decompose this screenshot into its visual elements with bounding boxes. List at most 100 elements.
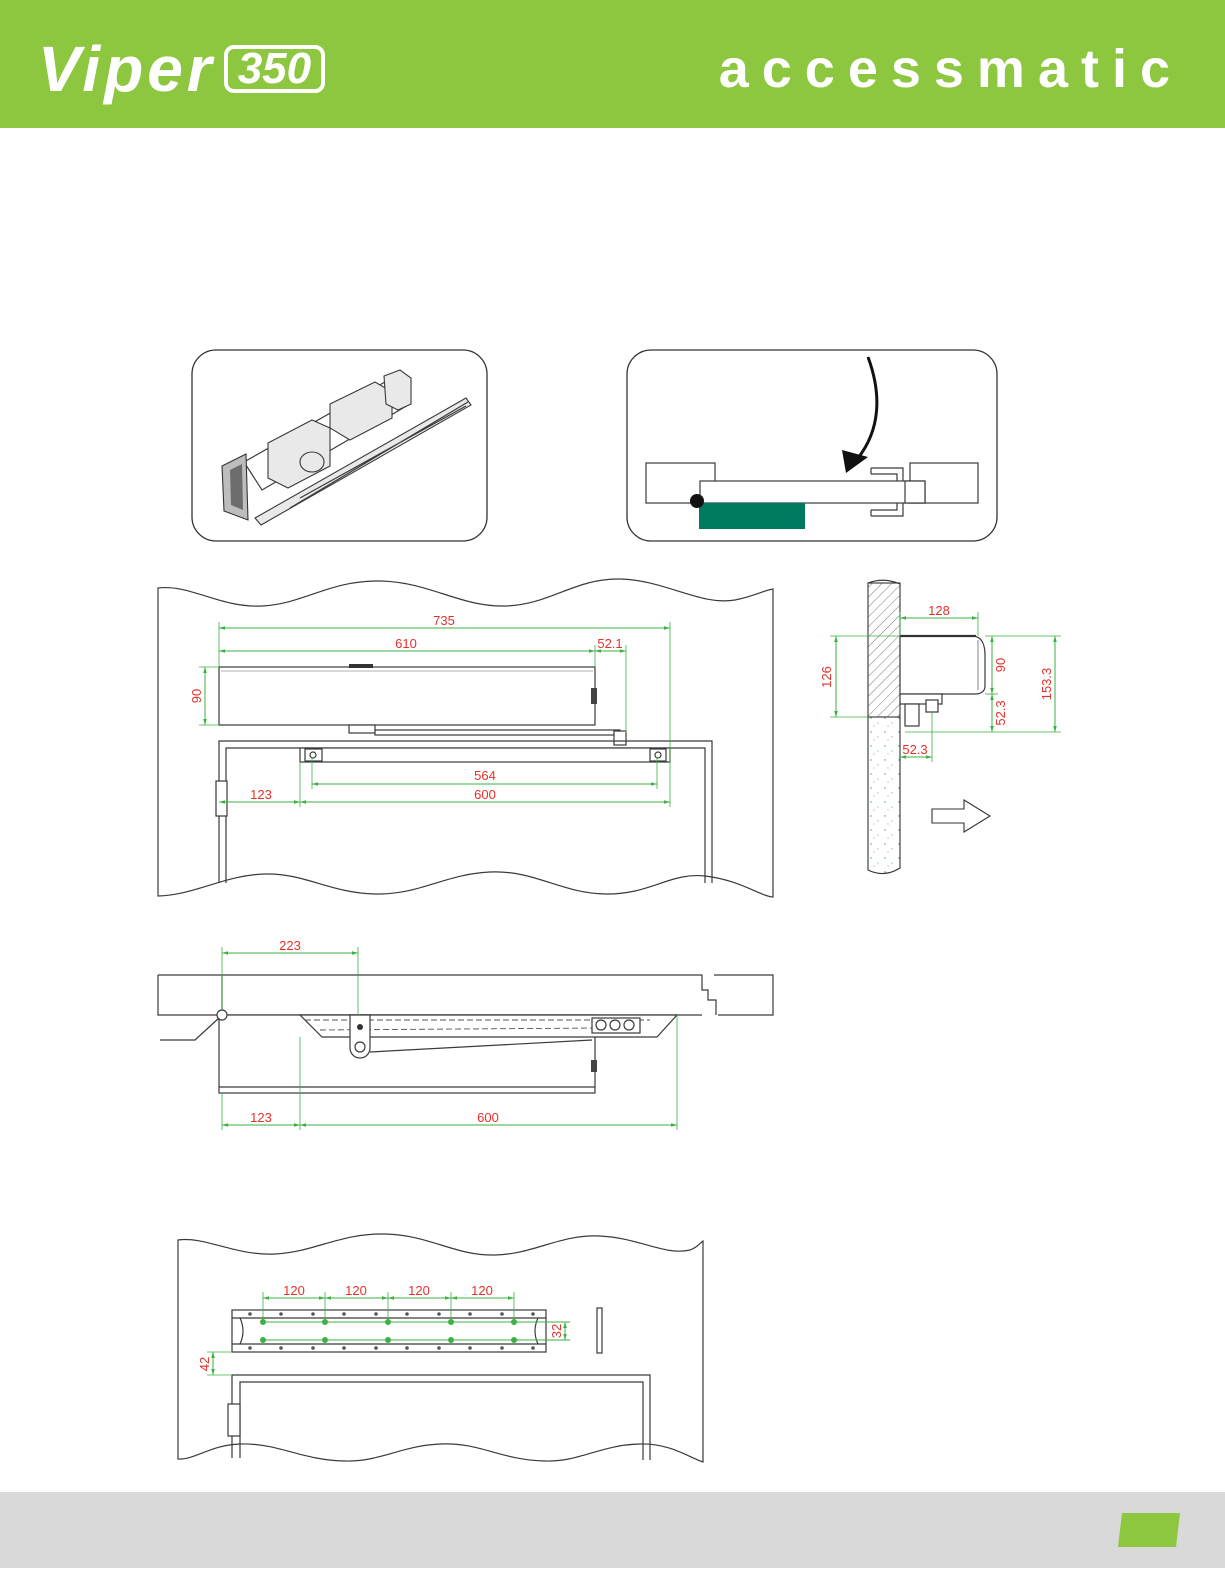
open-door-line <box>160 1018 219 1040</box>
mounting-hole <box>468 1346 472 1350</box>
mounting-hole <box>342 1346 346 1350</box>
mounting-hole <box>500 1346 504 1350</box>
dimension-label: 120 <box>283 1283 305 1298</box>
operator-footprint <box>699 503 805 529</box>
fixing-point <box>260 1337 266 1343</box>
wall-outline <box>158 579 773 897</box>
dimension-hinge-offset: 123 <box>219 787 300 802</box>
dimension-label: 153.3 <box>1039 668 1054 701</box>
dimension-label: 123 <box>250 787 272 802</box>
track-rail <box>300 748 670 762</box>
wall-section-lower <box>868 717 900 874</box>
dimension-label: 123 <box>250 1110 272 1125</box>
door-frame-inner <box>226 748 705 883</box>
page-footer <box>0 1492 1225 1568</box>
operator-side-cap <box>591 688 597 704</box>
dimension-body-height: 90 <box>189 667 219 725</box>
wall-section-hatched <box>868 583 900 717</box>
dimension-body-length: 610 <box>219 636 595 667</box>
right-arrow-icon <box>932 800 990 832</box>
mounting-hole <box>437 1312 441 1316</box>
operator-isometric-panel <box>192 350 487 541</box>
door-frame <box>232 1375 650 1460</box>
right-end-cap <box>384 370 411 410</box>
dimension-label: 90 <box>189 689 204 703</box>
operator-side-cap <box>591 1060 597 1072</box>
mounting-hole <box>405 1312 409 1316</box>
dimension-label: 126 <box>819 666 834 688</box>
dimension-label: 90 <box>993 658 1008 672</box>
arm-clamp <box>926 700 938 712</box>
fixing-point <box>385 1337 391 1343</box>
page-badge-shape <box>1118 1513 1180 1547</box>
dimension-label: 735 <box>433 613 455 628</box>
arm-slider <box>349 725 375 733</box>
mounting-hole <box>311 1346 315 1350</box>
mounting-hole <box>374 1346 378 1350</box>
fixing-point <box>322 1337 328 1343</box>
arm-pivot-pin <box>357 1024 363 1030</box>
operator-top-cap <box>349 664 373 668</box>
dimension-label: 564 <box>474 768 496 783</box>
dimension-label: 42 <box>197 1357 212 1371</box>
mounting-hole <box>405 1346 409 1350</box>
mounting-plate-drawing: 120 120 120 120 32 42 <box>178 1234 703 1462</box>
dimension-total-height: 153.3 <box>1039 636 1055 732</box>
dimension-label: 52.3 <box>902 742 927 757</box>
side-view-drawing: 128 126 90 52.3 153.3 52.3 <box>819 580 1061 873</box>
dimension-frame-offset: 42 <box>197 1352 232 1375</box>
dimension-label: 120 <box>408 1283 430 1298</box>
dimension-label: 600 <box>477 1110 499 1125</box>
dimension-label: 120 <box>345 1283 367 1298</box>
door-hinge <box>228 1404 240 1436</box>
operating-arm <box>375 730 620 735</box>
door-hinge <box>216 781 227 816</box>
operator-body <box>219 667 595 725</box>
mounting-hole <box>531 1346 535 1350</box>
panel-frame <box>627 350 997 541</box>
fixing-point <box>511 1337 517 1343</box>
dimension-pivot-distance: 223 <box>222 938 358 1015</box>
dimension-label: 610 <box>395 636 417 651</box>
track-bracket-left <box>305 749 322 761</box>
mounting-hole <box>500 1312 504 1316</box>
mounting-hole <box>311 1312 315 1316</box>
side-bracket <box>597 1308 602 1353</box>
arm-end-bracket <box>614 731 626 745</box>
gear-unit <box>300 452 324 472</box>
mounting-hole <box>531 1312 535 1316</box>
mounting-hole <box>374 1312 378 1316</box>
dimension-label: 120 <box>471 1283 493 1298</box>
wall-band <box>158 975 773 1015</box>
mounting-hole <box>248 1312 252 1316</box>
track-bracket-right <box>650 749 666 761</box>
front-view-drawing: 735 610 52.1 90 564 600 <box>158 579 773 897</box>
top-view-drawing: 223 123 600 <box>158 938 773 1130</box>
mounting-plate <box>232 1310 546 1352</box>
page-number-badge <box>1116 1512 1182 1548</box>
dimension-arm-offset: 52.1 <box>595 636 626 733</box>
mounting-hole <box>279 1346 283 1350</box>
mounting-hole <box>279 1312 283 1316</box>
dimension-body-depth: 128 <box>900 603 978 636</box>
mounting-hole <box>437 1346 441 1350</box>
dimension-label: 600 <box>474 787 496 802</box>
dimension-label: 128 <box>928 603 950 618</box>
dimension-row-spacing: 32 <box>549 1322 565 1340</box>
dimension-label: 223 <box>279 938 301 953</box>
door-leaf <box>700 481 925 503</box>
arm-shaft <box>905 704 919 726</box>
door-frame-inner <box>240 1382 643 1460</box>
door-swing-panel <box>627 350 997 541</box>
pivot-point <box>690 494 704 508</box>
door-end-plate <box>905 481 925 503</box>
fixing-point <box>448 1337 454 1343</box>
mounting-hole <box>342 1312 346 1316</box>
operator-profile <box>900 636 985 694</box>
dimension-label: 32 <box>549 1324 564 1338</box>
dimension-label: 52.3 <box>993 700 1008 725</box>
end-cap-inner <box>230 464 243 510</box>
dimension-label: 52.1 <box>597 636 622 651</box>
mounting-hole <box>468 1312 472 1316</box>
